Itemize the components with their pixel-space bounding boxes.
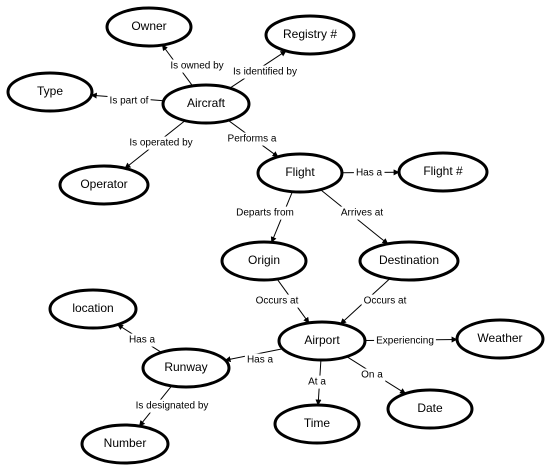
edge-label-group: Performs a bbox=[225, 132, 279, 146]
node-ellipse bbox=[6, 71, 94, 113]
edge-label: Performs a bbox=[228, 134, 277, 145]
edge-label: Is part of bbox=[110, 96, 149, 107]
node-label: Runway bbox=[164, 360, 207, 374]
node-ellipse bbox=[256, 152, 344, 194]
node-ellipse bbox=[273, 403, 361, 445]
edge-label-group: Is part of bbox=[107, 94, 151, 108]
node-label: Weather bbox=[477, 331, 522, 345]
node-ellipse bbox=[58, 164, 150, 206]
node-label: Date bbox=[417, 401, 443, 415]
edge-label-group: Is designated by bbox=[133, 399, 211, 413]
node-label: location bbox=[72, 301, 113, 315]
node-time: Time bbox=[273, 403, 361, 445]
node-weather: Weather bbox=[455, 318, 545, 360]
node-type: Type bbox=[6, 71, 94, 113]
edge-label: At a bbox=[308, 377, 326, 388]
node-label: Number bbox=[104, 436, 147, 450]
node-number: Number bbox=[80, 423, 170, 465]
edge-label-background bbox=[338, 206, 386, 220]
edge-label-background bbox=[374, 334, 436, 348]
edge-label-group: Occurs at bbox=[361, 294, 409, 308]
edge-label-background bbox=[234, 206, 296, 220]
node-airport: Airport bbox=[277, 320, 367, 362]
edge-label: Is owned by bbox=[170, 61, 223, 72]
edge-label: Is designated by bbox=[136, 401, 209, 412]
edge-label-group: Has a bbox=[126, 333, 158, 347]
edge-label-group: On a bbox=[359, 368, 386, 382]
node-ellipse bbox=[455, 318, 545, 360]
edge-label-group: Arrives at bbox=[338, 206, 386, 220]
edge-label-background bbox=[168, 59, 226, 73]
node-ellipse bbox=[397, 151, 489, 193]
edge-label-background bbox=[126, 333, 158, 347]
edge-label: Is operated by bbox=[129, 138, 192, 149]
edge-label: Occurs at bbox=[256, 296, 299, 307]
node-ellipse bbox=[264, 14, 356, 56]
edge-label-group: Occurs at bbox=[253, 294, 301, 308]
node-runway: Runway bbox=[141, 347, 231, 389]
node-label: Destination bbox=[379, 253, 439, 267]
node-label: Origin bbox=[248, 253, 280, 267]
edge-label-background bbox=[225, 132, 279, 146]
edge-label: Has a bbox=[356, 168, 383, 179]
edge-label-background bbox=[306, 375, 329, 389]
node-registry: Registry # bbox=[264, 14, 356, 56]
edge-label: Experiencing bbox=[376, 336, 434, 347]
node-label: Flight bbox=[285, 165, 315, 179]
node-ellipse bbox=[358, 240, 460, 282]
edge-label-group: At a bbox=[306, 375, 329, 389]
edge-label-group: Has a bbox=[244, 353, 276, 367]
node-ellipse bbox=[141, 347, 231, 389]
node-label: Flight # bbox=[423, 164, 463, 178]
edge-label-group: Departs from bbox=[234, 206, 296, 220]
edge-label-background bbox=[107, 94, 151, 108]
edge-label-background bbox=[133, 399, 211, 413]
node-ellipse bbox=[80, 423, 170, 465]
edge-label-background bbox=[244, 353, 276, 367]
edge-label-group: Is owned by bbox=[168, 59, 226, 73]
edge-label-background bbox=[353, 166, 385, 180]
edge-label: Arrives at bbox=[341, 208, 383, 219]
node-label: Airport bbox=[304, 333, 340, 347]
node-location: location bbox=[48, 288, 138, 330]
edge-label-background bbox=[127, 136, 195, 150]
edge-label-background bbox=[359, 368, 386, 382]
node-ellipse bbox=[277, 320, 367, 362]
node-ellipse bbox=[220, 240, 308, 282]
node-ellipse bbox=[386, 388, 474, 430]
node-date: Date bbox=[386, 388, 474, 430]
node-operator: Operator bbox=[58, 164, 150, 206]
edge-labels-layer: Is owned by Is identified by Is part of Is … bbox=[107, 59, 436, 413]
node-label: Registry # bbox=[283, 27, 337, 41]
node-ellipse bbox=[48, 288, 138, 330]
node-destination: Destination bbox=[358, 240, 460, 282]
node-label: Type bbox=[37, 84, 63, 98]
edge-label-background bbox=[361, 294, 409, 308]
edge-label: Departs from bbox=[236, 208, 294, 219]
edge-label-group: Is operated by bbox=[127, 136, 195, 150]
edge-label: Occurs at bbox=[364, 296, 407, 307]
edge-label: Has a bbox=[247, 355, 274, 366]
edge-label: On a bbox=[361, 370, 383, 381]
node-flightnum: Flight # bbox=[397, 151, 489, 193]
node-ellipse bbox=[105, 6, 193, 48]
node-label: Aircraft bbox=[187, 96, 226, 110]
node-label: Owner bbox=[131, 19, 166, 33]
edge-label-background bbox=[253, 294, 301, 308]
node-label: Time bbox=[304, 416, 331, 430]
edge-label-background bbox=[231, 65, 299, 79]
node-aircraft: Aircraft bbox=[161, 83, 251, 125]
node-origin: Origin bbox=[220, 240, 308, 282]
edge-label: Has a bbox=[129, 335, 156, 346]
node-owner: Owner bbox=[105, 6, 193, 48]
edge-label-group: Is identified by bbox=[231, 65, 299, 79]
edge-label-group: Has a bbox=[353, 166, 385, 180]
node-ellipse bbox=[161, 83, 251, 125]
edge-label: Is identified by bbox=[233, 67, 297, 78]
node-flight: Flight bbox=[256, 152, 344, 194]
edge-label-group: Experiencing bbox=[374, 334, 436, 348]
node-label: Operator bbox=[80, 177, 127, 191]
